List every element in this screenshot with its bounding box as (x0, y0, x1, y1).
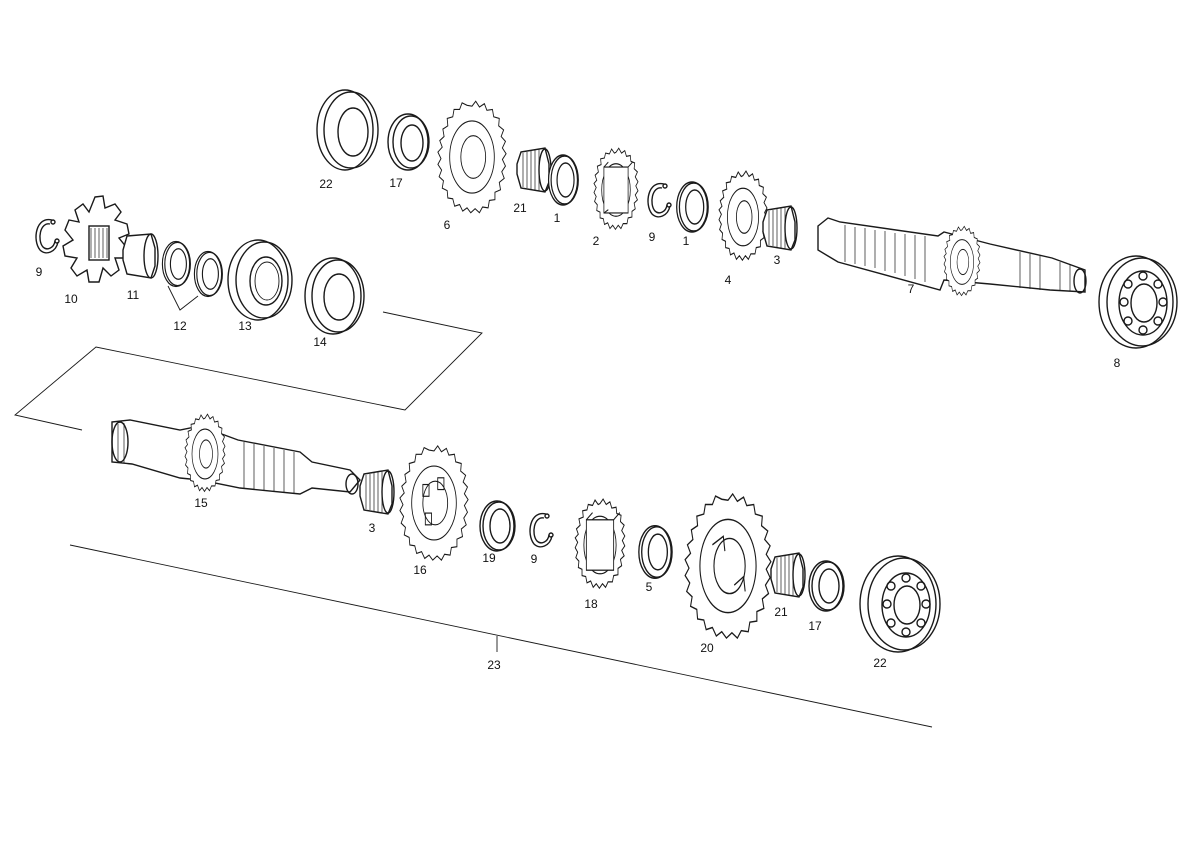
connector-lines (14, 311, 483, 431)
part-1-washer-b (676, 181, 709, 233)
part-5-washer (638, 525, 673, 579)
label-12: 12 (173, 319, 187, 333)
part-9-circlip-top (647, 182, 672, 218)
part-14-seal (304, 257, 365, 335)
label-15: 15 (194, 496, 208, 510)
part-21-needle-bearing-top (516, 147, 552, 193)
part-22-ball-bearing-low (859, 555, 941, 653)
part-1-washer-a (547, 154, 579, 206)
part-19-washer (479, 500, 516, 552)
part-17-washer-top (387, 113, 430, 171)
leader-12 (167, 285, 199, 311)
label-14: 14 (313, 335, 327, 349)
label-11: 11 (127, 288, 140, 302)
part-21-needle-bearing-low (770, 552, 806, 598)
part-7-main-shaft (817, 217, 1087, 297)
label-21-low: 21 (774, 605, 788, 619)
label-5: 5 (646, 580, 653, 594)
label-16: 16 (413, 563, 427, 577)
part-17-washer-low (808, 560, 845, 612)
part-16-gear (399, 445, 469, 561)
label-13: 13 (238, 319, 252, 333)
label-4: 4 (725, 273, 732, 287)
part-9-circlip-left (35, 218, 60, 254)
part-labels: 22 17 6 21 1 2 9 1 4 3 7 8 9 10 11 12 13… (36, 176, 1121, 672)
part-9-circlip-low (529, 512, 554, 548)
label-6: 6 (444, 218, 451, 232)
part-4-gear (718, 170, 768, 261)
lower-shaft-assembly (111, 413, 941, 653)
label-9-low: 9 (531, 552, 538, 566)
label-20: 20 (700, 641, 714, 655)
label-3-top: 3 (774, 253, 781, 267)
label-21-top: 21 (513, 201, 527, 215)
label-7: 7 (908, 282, 915, 296)
part-2-gear (593, 147, 639, 230)
part-11-spacer (122, 233, 159, 279)
upper-shaft-assembly (316, 89, 1178, 349)
part-6-gear (437, 100, 507, 214)
label-23: 23 (487, 658, 501, 672)
label-2: 2 (593, 234, 600, 248)
label-9-left: 9 (36, 265, 43, 279)
label-1-a: 1 (554, 211, 561, 225)
label-22-low: 22 (873, 656, 887, 670)
part-22-bearing-top (316, 89, 379, 171)
label-1-b: 1 (683, 234, 690, 248)
part-18-gear (574, 498, 626, 589)
part-20-gear (684, 493, 772, 639)
sprocket-group (35, 195, 365, 335)
part-3-needle-bearing-top (762, 205, 798, 251)
part-12-o-ring-b (193, 250, 224, 298)
part-12-o-ring-a (161, 240, 192, 288)
part-8-ball-bearing (1098, 255, 1178, 349)
part-3-needle-bearing-low (359, 469, 395, 515)
label-18: 18 (584, 597, 598, 611)
part-10-sprocket (62, 195, 130, 283)
part-15-countershaft (111, 413, 361, 495)
label-3-low: 3 (369, 521, 376, 535)
label-22-top: 22 (319, 177, 333, 191)
leader-23 (69, 544, 933, 728)
part-13-bearing (227, 239, 293, 321)
label-9-top: 9 (649, 230, 656, 244)
label-8: 8 (1114, 356, 1121, 370)
label-19: 19 (482, 551, 496, 565)
label-17-top: 17 (389, 176, 403, 190)
label-10: 10 (64, 292, 78, 306)
label-17-low: 17 (808, 619, 822, 633)
